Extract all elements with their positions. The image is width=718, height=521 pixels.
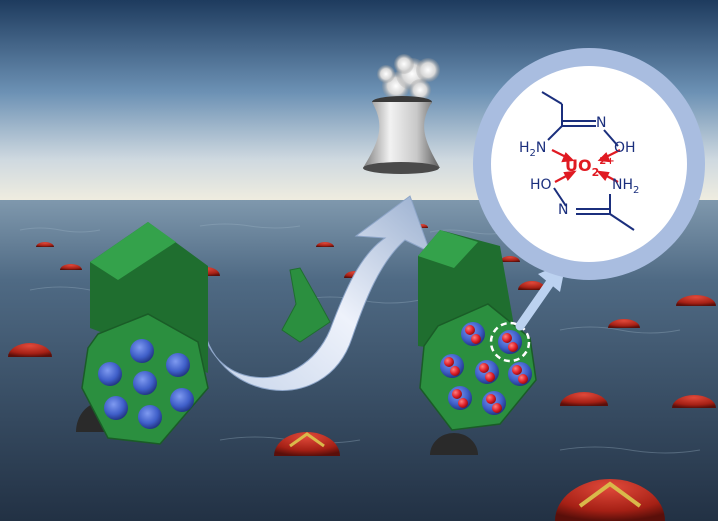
top-nitrogen-label: N <box>596 115 606 131</box>
cooling-tower-icon <box>363 54 440 174</box>
buoy-icon <box>8 343 52 357</box>
buoy-icon <box>430 433 478 455</box>
pore <box>166 353 190 377</box>
buoy-icon <box>316 242 334 247</box>
buoy-icon <box>274 432 340 456</box>
buoy-icon <box>500 256 520 262</box>
transfer-arrow <box>201 195 431 391</box>
pore <box>98 362 122 386</box>
buoy-icon <box>560 392 608 406</box>
buoy-icon <box>518 281 546 290</box>
bottom-nitrogen-label: N <box>558 202 568 218</box>
loaded-fiber-icon <box>418 230 537 431</box>
pore <box>130 339 154 363</box>
buoy-icon <box>555 479 665 521</box>
left-amine-label: H2N <box>519 140 546 159</box>
uranyl-complex-diagram <box>541 91 635 231</box>
fiber-fragment <box>281 267 331 343</box>
buoy-icon <box>672 395 716 408</box>
pore <box>133 371 157 395</box>
coordination-arrows <box>551 149 621 183</box>
uranium-dots <box>444 325 528 413</box>
bottom-hydroxyl-label: HO <box>530 177 552 193</box>
buoy-icon <box>36 242 54 247</box>
pore <box>104 396 128 420</box>
bottom-amine-label: NH2 <box>612 177 639 196</box>
highlight-ring <box>489 321 531 363</box>
magnifier-icon <box>473 48 705 280</box>
smoke-plume <box>377 54 440 101</box>
buoy-icon <box>676 295 716 306</box>
pore-array <box>98 339 194 429</box>
pore <box>170 388 194 412</box>
top-hydroxyl-label: OH <box>614 140 636 156</box>
hexagonal-fiber-icon <box>81 222 209 445</box>
uranyl-ion-label: UO22+ <box>565 156 615 179</box>
buoy-icon <box>608 319 640 328</box>
buoy-icon <box>60 264 82 270</box>
pore <box>138 405 162 429</box>
